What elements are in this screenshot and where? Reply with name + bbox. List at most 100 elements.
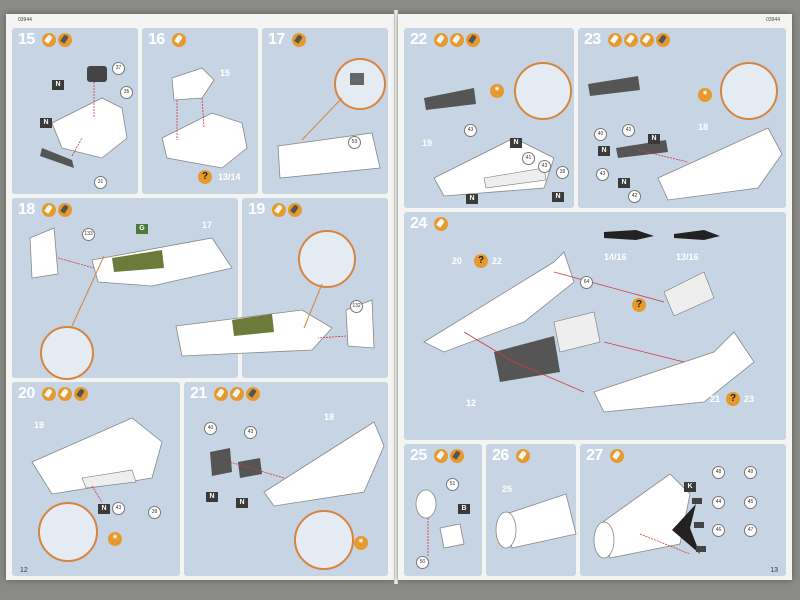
paint-icon <box>466 33 480 47</box>
step-number: 25 <box>410 447 427 464</box>
paint-icon <box>656 33 670 47</box>
tag-n: N <box>598 146 610 156</box>
part-37: 37 <box>112 62 125 75</box>
part-label-25: 25 <box>502 484 513 494</box>
tag-g: G <box>136 224 148 234</box>
step-number: 22 <box>410 31 427 48</box>
part-43: 43 <box>464 124 477 137</box>
step-badges <box>608 33 670 47</box>
part-51: 51 <box>446 478 459 491</box>
detail-zoom <box>298 230 356 288</box>
step-badges <box>214 387 260 401</box>
paint-icon <box>640 33 654 47</box>
step-24-drawing <box>423 230 755 413</box>
glue-icon <box>434 33 448 47</box>
part-48: 48 <box>712 466 725 479</box>
paint-icon <box>58 33 72 47</box>
page-number: 12 <box>20 567 28 574</box>
step-16-drawing <box>161 67 248 169</box>
step-21-drawing <box>210 421 385 507</box>
part-label-13-14: 13/14 <box>218 172 241 182</box>
part-50: 50 <box>416 556 429 569</box>
part-label-15: 15 <box>220 68 231 78</box>
part-43: 43 <box>596 168 609 181</box>
paint-icon <box>450 33 464 47</box>
part-42: 42 <box>628 190 641 203</box>
tag-n: N <box>98 504 110 514</box>
step-27-panel: 27 K 48 49 44 45 46 47 <box>580 444 786 576</box>
left-page: 03944 15 N N 37 35 31 16 <box>6 14 394 580</box>
step-number: 19 <box>248 201 265 218</box>
part-31: 31 <box>94 176 107 189</box>
part-label-18: 18 <box>698 122 709 132</box>
glue-icon <box>434 449 448 463</box>
part-133: 133 <box>82 228 95 241</box>
question-icon: ? <box>474 254 488 268</box>
step-number: 18 <box>18 201 35 218</box>
star-icon: * <box>354 536 368 550</box>
step-number: 26 <box>492 447 509 464</box>
part-label-22: 22 <box>492 256 503 266</box>
paint-icon <box>624 33 638 47</box>
step-number: 17 <box>268 31 285 48</box>
tag-n: N <box>618 178 630 188</box>
step-15-panel: 15 N N 37 35 31 <box>12 28 138 194</box>
paint-icon <box>246 387 260 401</box>
tag-n: N <box>466 194 478 204</box>
part-40: 40 <box>204 422 217 435</box>
glue-icon <box>516 449 530 463</box>
tag-k: K <box>684 482 696 492</box>
page-number: 13 <box>770 567 778 574</box>
step-20-panel: 20 * 19 N 43 39 <box>12 382 180 576</box>
paint-icon <box>74 387 88 401</box>
tag-b: B <box>458 504 470 514</box>
step-23-panel: 23 * 18 40 43 43 42 N N N <box>578 28 786 208</box>
right-page: 03944 22 * 19 43 41 43 39 N N N <box>398 14 792 580</box>
step-21-panel: 21 * 18 40 43 N N <box>184 382 388 576</box>
step-24-panel: 24 20 ? 22 14/16 13/16 ? <box>404 212 786 440</box>
step-19-panel: 19 132 <box>175 198 388 378</box>
detail-zoom <box>40 326 94 380</box>
part-label-19: 19 <box>422 138 433 148</box>
step-badges <box>42 33 72 47</box>
part-35: 35 <box>120 86 133 99</box>
step-26-drawing <box>495 493 577 549</box>
glue-icon <box>42 387 56 401</box>
step-17-drawing <box>277 73 381 179</box>
paint-icon <box>230 387 244 401</box>
step-badges <box>434 33 480 47</box>
step-badges <box>272 203 302 217</box>
part-41: 41 <box>522 152 535 165</box>
detail-zoom <box>38 502 98 562</box>
question-icon: ? <box>632 298 646 312</box>
tag-n: N <box>236 498 248 508</box>
part-44: 44 <box>712 496 725 509</box>
tag-n: N <box>206 492 218 502</box>
part-45: 45 <box>744 496 757 509</box>
paint-icon <box>58 203 72 217</box>
step-badges <box>172 33 186 47</box>
step-badges <box>516 449 530 463</box>
part-label-21: 21 <box>710 394 721 404</box>
detail-zoom <box>720 62 778 120</box>
step-19-drawing <box>175 283 375 357</box>
step-badges <box>434 217 448 231</box>
star-icon: * <box>108 532 122 546</box>
step-25-drawing <box>415 489 465 556</box>
part-label-18: 18 <box>324 412 335 422</box>
glue-icon <box>42 33 56 47</box>
step-badges <box>434 449 464 463</box>
step-badges <box>42 387 88 401</box>
spine <box>394 10 398 584</box>
part-label-20: 20 <box>452 256 463 266</box>
part-43: 43 <box>538 160 551 173</box>
part-132: 132 <box>350 300 363 313</box>
part-label-23: 23 <box>744 394 755 404</box>
star-icon: * <box>698 88 712 102</box>
step-22-panel: 22 * 19 43 41 43 39 N N N <box>404 28 574 208</box>
step-18-drawing <box>29 227 233 327</box>
step-25-panel: 25 51 B 50 <box>404 444 482 576</box>
paint-icon <box>450 449 464 463</box>
glue-icon <box>214 387 228 401</box>
